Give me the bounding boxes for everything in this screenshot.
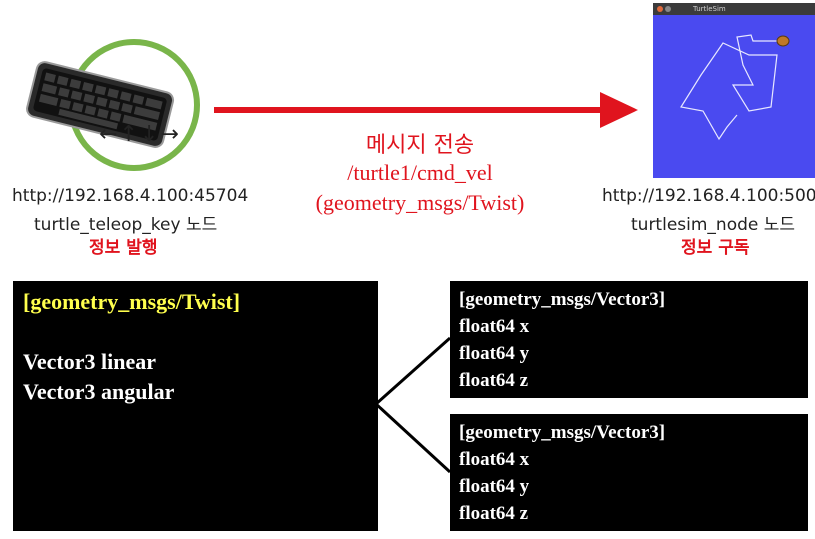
vector3-x-field: float64 x <box>459 449 530 470</box>
turtlesim-window: TurtleSim <box>653 3 815 178</box>
connector-lines <box>374 336 452 474</box>
vector3-y-field: float64 y <box>459 476 530 497</box>
turtle-icon <box>776 35 790 47</box>
close-icon <box>657 6 663 12</box>
publisher-address: http://192.168.4.100:45704 <box>12 186 249 206</box>
message-topic: /turtle1/cmd_vel <box>347 160 493 185</box>
twist-angular-field: Vector3 angular <box>23 379 175 404</box>
minimize-icon <box>665 6 671 12</box>
vector3-z-field: float64 z <box>459 503 529 524</box>
arrow-keys-label: ←↑↓→ <box>99 122 181 147</box>
turtlesim-window-title: TurtleSim <box>693 5 726 13</box>
publisher-role: 정보 발행 <box>89 238 158 258</box>
subscriber-node-name: turtlesim_node 노드 <box>631 215 796 235</box>
vector3-y-field: float64 y <box>459 343 530 364</box>
vector3-x-field: float64 x <box>459 316 530 337</box>
twist-message-box: [geometry_msgs/Twist] Vector3 linear Vec… <box>13 281 378 531</box>
keyboard-icon <box>26 61 175 148</box>
vector3-header: [geometry_msgs/Vector3] <box>459 289 666 310</box>
message-type: (geometry_msgs/Twist) <box>315 190 525 215</box>
turtle-path <box>680 34 790 141</box>
vector3-z-field: float64 z <box>459 370 529 391</box>
vector3-box-linear: [geometry_msgs/Vector3] float64 x float6… <box>450 281 808 398</box>
twist-linear-field: Vector3 linear <box>23 349 156 374</box>
subscriber-role: 정보 구독 <box>681 238 750 258</box>
twist-header: [geometry_msgs/Twist] <box>23 289 241 314</box>
message-title: 메시지 전송 <box>365 133 475 158</box>
message-arrow-icon <box>214 92 638 128</box>
publisher-node-name: turtle_teleop_key 노드 <box>34 215 218 235</box>
subscriber-address: http://192.168.4.100:500 <box>602 186 815 206</box>
turtlesim-titlebar: TurtleSim <box>653 3 815 15</box>
vector3-header: [geometry_msgs/Vector3] <box>459 422 666 443</box>
vector3-box-angular: [geometry_msgs/Vector3] float64 x float6… <box>450 414 808 531</box>
